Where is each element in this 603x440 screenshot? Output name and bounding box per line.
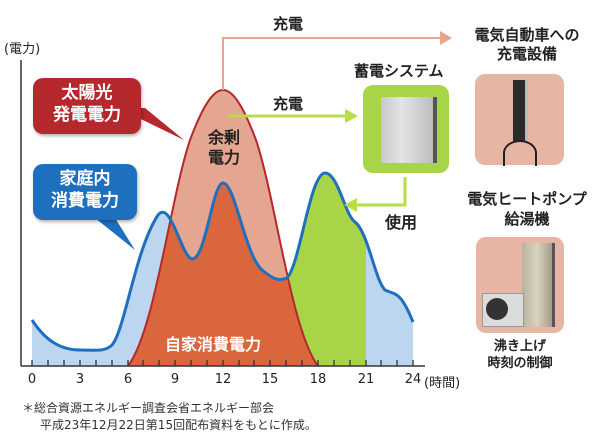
footnote-line2: 平成23年12月22日第15回配布資料をもとに作成。 bbox=[40, 418, 317, 432]
ev-charger-icon bbox=[513, 80, 528, 142]
consumption-callout-line1: 家庭内 bbox=[59, 169, 111, 189]
battery-unit-icon bbox=[381, 97, 437, 163]
battery-device-box bbox=[363, 85, 449, 173]
battery-arrow-head bbox=[345, 109, 358, 123]
x-tick-9: 9 bbox=[170, 372, 180, 387]
heatpump-caption: 沸き上げ 時刻の制御 bbox=[487, 339, 553, 371]
water-tank-icon bbox=[522, 243, 555, 327]
footnote-line1: ＊総合資源エネルギー調査会省エネルギー部会 bbox=[22, 401, 275, 415]
x-tick-15: 15 bbox=[261, 372, 279, 387]
consumption-callout: 家庭内 消費電力 bbox=[33, 164, 137, 220]
battery-title: 蓄電システム bbox=[354, 62, 444, 80]
ev-arrow-head bbox=[440, 31, 452, 45]
solar-callout: 太陽光 発電電力 bbox=[33, 78, 141, 134]
y-axis-label: (電力) bbox=[4, 42, 41, 57]
x-tick-18: 18 bbox=[309, 372, 327, 387]
solar-callout-line1: 太陽光 bbox=[61, 83, 113, 103]
ev-title: 電気自動車への 充電設備 bbox=[474, 26, 580, 63]
consumption-callout-tail bbox=[95, 218, 135, 250]
self-consumption-label: 自家消費電力 bbox=[165, 335, 262, 354]
solar-callout-line2: 発電電力 bbox=[53, 105, 121, 125]
x-tick-21: 21 bbox=[357, 372, 375, 387]
ev-cable-icon bbox=[503, 140, 537, 166]
charge-top-label: 充電 bbox=[273, 15, 304, 33]
x-ticks bbox=[31, 360, 414, 366]
heat-pump-unit-icon bbox=[482, 293, 524, 327]
x-tick-3: 3 bbox=[75, 372, 85, 387]
ev-device-box bbox=[475, 74, 564, 166]
charge-mid-label: 充電 bbox=[273, 95, 304, 113]
heatpump-title: 電気ヒートポンプ 給湯機 bbox=[467, 190, 587, 228]
x-tick-6: 6 bbox=[123, 372, 133, 387]
consumption-callout-line2: 消費電力 bbox=[51, 191, 119, 211]
ev-charge-arrow bbox=[222, 37, 440, 90]
x-axis-unit: (時間) bbox=[424, 376, 461, 391]
battery-use-arrow bbox=[355, 177, 407, 207]
consumption-curve bbox=[30, 171, 415, 352]
x-tick-12: 12 bbox=[214, 372, 232, 387]
surplus-label: 余剰 電力 bbox=[207, 128, 240, 167]
use-label: 使用 bbox=[385, 213, 418, 232]
x-tick-24: 24 bbox=[404, 372, 422, 387]
x-tick-0: 0 bbox=[27, 372, 37, 387]
use-arrow-head bbox=[344, 198, 357, 212]
heatpump-device-box bbox=[476, 237, 564, 333]
